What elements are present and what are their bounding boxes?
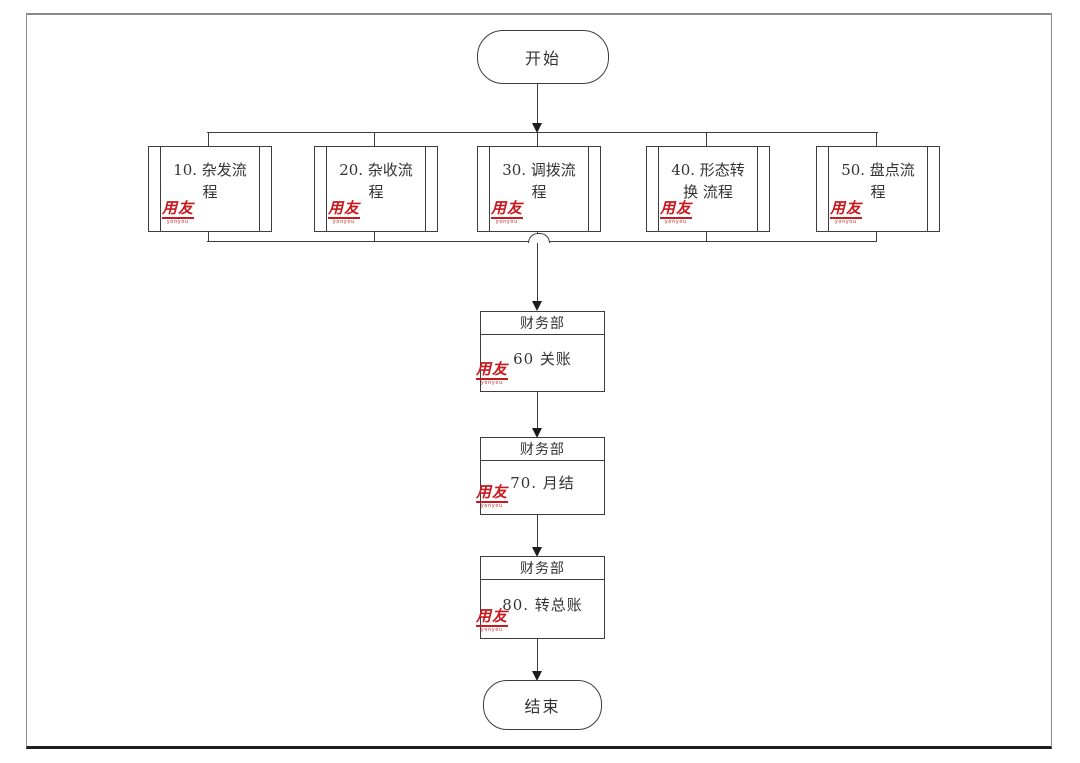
- connector-80-end: [537, 637, 538, 671]
- yonyou-logo: 用友 yonyou: [162, 200, 195, 226]
- yonyou-logo: 用友 yonyou: [476, 608, 509, 634]
- start-terminator: 开始: [477, 30, 609, 84]
- connector-70-80: [537, 513, 538, 547]
- start-connector-line: [537, 82, 538, 123]
- merge-line-left: [207, 241, 529, 242]
- end-label: 结束: [524, 697, 561, 716]
- subprocess-bar-icon: [425, 147, 426, 231]
- yonyou-logo-name: 用友: [476, 608, 509, 625]
- branch-stub-5: [876, 132, 877, 146]
- start-arrowhead-icon: [532, 123, 542, 133]
- arrowhead-icon: [532, 428, 542, 438]
- branch-stub-2: [374, 132, 375, 146]
- dept-box-80: 财务部 80. 转总账 用友 yonyou: [476, 556, 605, 639]
- arrowhead-icon: [532, 301, 542, 311]
- subprocess-bar-icon: [658, 147, 659, 231]
- dept-step-label: 80. 转总账: [502, 595, 583, 614]
- dept-step-label: 60 关账: [513, 349, 572, 368]
- subprocess-box-40: 40. 形态转换 流程 用友 yonyou: [646, 146, 770, 232]
- subprocess-label: 50. 盘点流程: [841, 160, 915, 202]
- yonyou-logo-sub: yonyou: [660, 217, 693, 226]
- yonyou-logo-name: 用友: [162, 200, 195, 217]
- subprocess-bar-icon: [927, 147, 928, 231]
- arrowhead-icon: [532, 547, 542, 557]
- start-label: 开始: [524, 49, 561, 68]
- merge-stub-1: [208, 230, 209, 242]
- yonyou-logo-sub: yonyou: [328, 217, 361, 226]
- merge-stub-2: [374, 230, 375, 242]
- subprocess-label: 40. 形态转换 流程: [671, 160, 745, 202]
- subprocess-bar-icon: [757, 147, 758, 231]
- merge-stub-5: [876, 230, 877, 242]
- yonyou-logo-sub: yonyou: [476, 625, 509, 634]
- dept-header: 财务部: [481, 438, 604, 461]
- yonyou-logo-sub: yonyou: [162, 217, 195, 226]
- subprocess-label: 10. 杂发流程: [173, 160, 247, 202]
- yonyou-logo-name: 用友: [491, 200, 524, 217]
- yonyou-logo: 用友 yonyou: [476, 361, 509, 387]
- end-terminator: 结束: [483, 680, 602, 730]
- connector-to-dept60: [537, 242, 538, 301]
- merge-line-right: [549, 241, 877, 242]
- branch-stub-1: [208, 132, 209, 146]
- branch-stub-4: [706, 132, 707, 146]
- subprocess-box-10: 10. 杂发流程 用友 yonyou: [148, 146, 272, 232]
- dept-box-70: 财务部 70. 月结 用友 yonyou: [476, 437, 605, 515]
- subprocess-bar-icon: [326, 147, 327, 231]
- yonyou-logo-name: 用友: [660, 200, 693, 217]
- subprocess-box-20: 20. 杂收流程 用友 yonyou: [314, 146, 438, 232]
- subprocess-bar-icon: [160, 147, 161, 231]
- dept-header: 财务部: [481, 557, 604, 580]
- yonyou-logo-sub: yonyou: [491, 217, 524, 226]
- subprocess-bar-icon: [259, 147, 260, 231]
- connector-60-70: [537, 390, 538, 428]
- yonyou-logo: 用友 yonyou: [328, 200, 361, 226]
- dept-header: 财务部: [481, 312, 604, 335]
- yonyou-logo-sub: yonyou: [830, 217, 863, 226]
- subprocess-bar-icon: [489, 147, 490, 231]
- branch-line: [207, 132, 878, 133]
- branch-stub-3: [537, 133, 538, 146]
- subprocess-bar-icon: [828, 147, 829, 231]
- yonyou-logo-name: 用友: [476, 484, 509, 501]
- subprocess-box-30: 30. 调拨流程 用友 yonyou: [477, 146, 601, 232]
- merge-stub-4: [706, 230, 707, 242]
- subprocess-bar-icon: [588, 147, 589, 231]
- yonyou-logo-name: 用友: [328, 200, 361, 217]
- subprocess-box-50: 50. 盘点流程 用友 yonyou: [816, 146, 940, 232]
- subprocess-label: 30. 调拨流程: [502, 160, 576, 202]
- dept-step-label: 70. 月结: [510, 474, 575, 492]
- yonyou-logo: 用友 yonyou: [491, 200, 524, 226]
- yonyou-logo: 用友 yonyou: [476, 484, 509, 510]
- yonyou-logo-sub: yonyou: [476, 501, 509, 510]
- subprocess-label: 20. 杂收流程: [339, 160, 413, 202]
- yonyou-logo: 用友 yonyou: [660, 200, 693, 226]
- yonyou-logo-name: 用友: [830, 200, 863, 217]
- dept-box-60: 财务部 60 关账 用友 yonyou: [476, 311, 605, 392]
- arrowhead-icon: [532, 671, 542, 681]
- yonyou-logo-sub: yonyou: [476, 378, 509, 387]
- yonyou-logo: 用友 yonyou: [830, 200, 863, 226]
- yonyou-logo-name: 用友: [476, 361, 509, 378]
